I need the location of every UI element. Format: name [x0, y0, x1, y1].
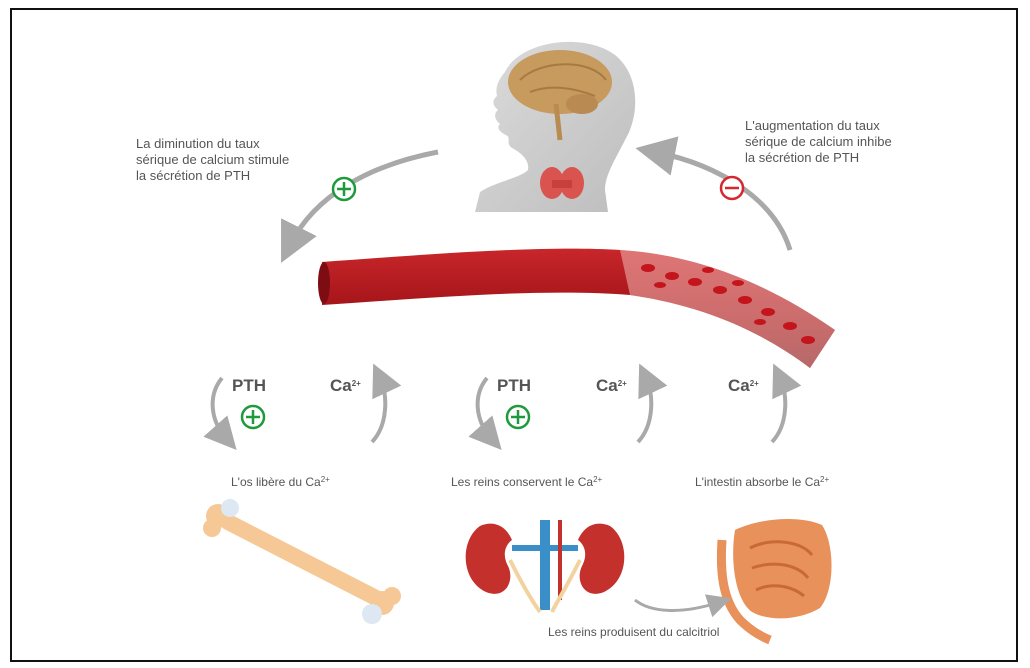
- stimulate-caption-line: La diminution du taux: [136, 136, 289, 152]
- bone-caption-text: L'os libère du Ca: [231, 475, 321, 489]
- stimulate-arrow: [290, 152, 438, 245]
- stimulate-caption: La diminution du taux sérique de calcium…: [136, 136, 289, 184]
- ca-label-sup: 2+: [750, 379, 759, 388]
- inhibit-caption-line: sérique de calcium inhibe: [745, 134, 892, 150]
- intestine-caption-text: L'intestin absorbe le Ca: [695, 475, 820, 489]
- kidneys-caption-text: Les reins conservent le Ca: [451, 475, 593, 489]
- pth-label-kidney: PTH: [497, 378, 531, 394]
- pth-kidney-plus-icon: [507, 406, 529, 428]
- stimulate-plus-icon: [333, 178, 355, 200]
- ca-label-bone: Ca2+: [330, 378, 361, 394]
- kidneys-caption: Les reins conservent le Ca2+: [451, 474, 602, 490]
- ca-label-kidney: Ca2+: [596, 378, 627, 394]
- head-illustration: [475, 42, 635, 212]
- intestine-caption-sup: 2+: [820, 475, 829, 484]
- ca-label-intestine: Ca2+: [728, 378, 759, 394]
- pth-bone-plus-icon: [242, 406, 264, 428]
- bone-icon: [203, 499, 401, 624]
- pth-bone-arrow: [213, 378, 226, 438]
- intestine-icon: [721, 519, 831, 640]
- kidneys-icon: [466, 520, 625, 612]
- ca-label-sup: 2+: [352, 379, 361, 388]
- ca-label-text: Ca: [596, 376, 618, 395]
- bone-caption-sup: 2+: [321, 475, 330, 484]
- stimulate-caption-line: sérique de calcium stimule: [136, 152, 289, 168]
- bone-caption: L'os libère du Ca2+: [231, 474, 330, 490]
- calcitriol-arrow: [635, 600, 720, 610]
- blood-vessel-illustration: [318, 249, 835, 368]
- inhibit-caption-line: la sécrétion de PTH: [745, 150, 892, 166]
- inhibit-caption-line: L'augmentation du taux: [745, 118, 892, 134]
- inhibit-caption: L'augmentation du taux sérique de calciu…: [745, 118, 892, 166]
- ca-bone-arrow: [372, 378, 385, 442]
- kidneys-caption-sup: 2+: [593, 475, 602, 484]
- ca-label-sup: 2+: [618, 379, 627, 388]
- ca-label-text: Ca: [330, 376, 352, 395]
- pth-kidney-arrow: [478, 378, 491, 438]
- ca-intestine-arrow: [772, 378, 785, 442]
- ca-kidney-arrow: [638, 378, 651, 442]
- inhibit-minus-icon: [721, 177, 743, 199]
- stimulate-caption-line: la sécrétion de PTH: [136, 168, 289, 184]
- ca-label-text: Ca: [728, 376, 750, 395]
- calcitriol-caption: Les reins produisent du calcitriol: [548, 624, 719, 640]
- pth-label-bone: PTH: [232, 378, 266, 394]
- inhibit-arrow: [655, 152, 790, 250]
- intestine-caption: L'intestin absorbe le Ca2+: [695, 474, 829, 490]
